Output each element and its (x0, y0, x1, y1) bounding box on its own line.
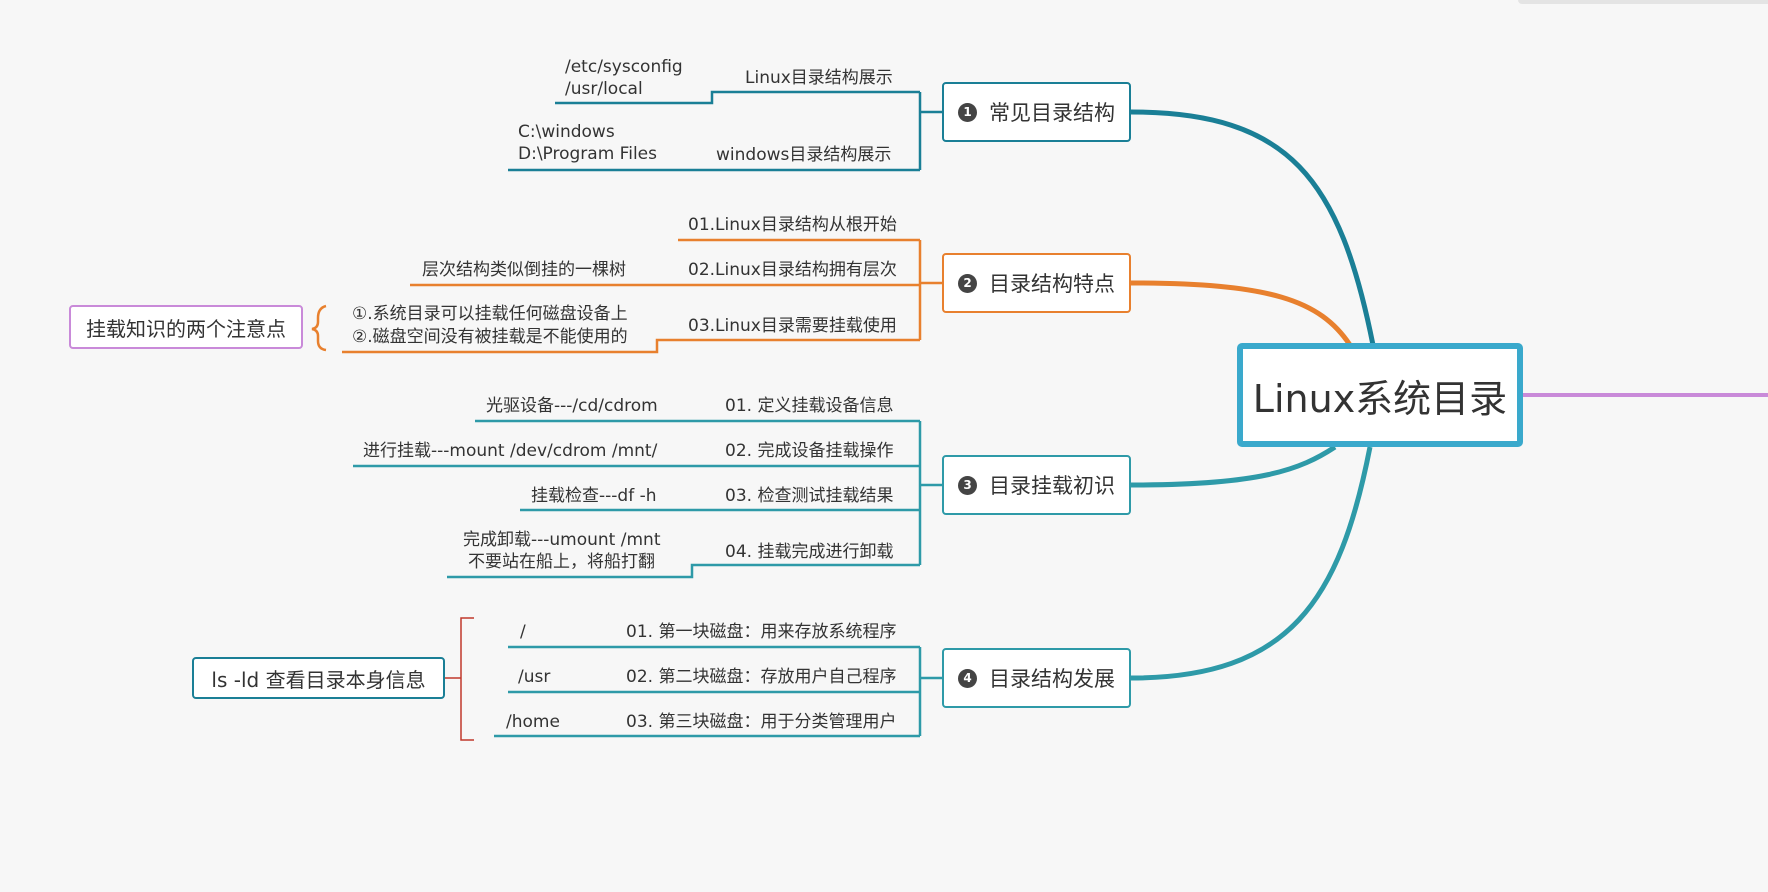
detail-label[interactable]: 不要站在船上，将船打翻 (468, 552, 655, 572)
subtopic-label[interactable]: 02. 第二块磁盘：存放用户自己程序 (626, 667, 897, 687)
branch-node-1[interactable]: 1 常见目录结构 (942, 82, 1131, 142)
summary-label: ls -ld 查看目录本身信息 (211, 667, 426, 692)
detail-label[interactable]: /home (506, 712, 560, 732)
branch-label: 常见目录结构 (989, 101, 1115, 125)
detail-label[interactable]: / (520, 622, 526, 642)
number-badge: 2 (958, 273, 977, 293)
subtopic-label[interactable]: 02.Linux目录结构拥有层次 (688, 260, 897, 280)
window-corner (1518, 0, 1768, 4)
subtopic-label[interactable]: 02. 完成设备挂载操作 (725, 441, 894, 461)
number-badge: 3 (958, 475, 977, 495)
detail-label[interactable]: ①.系统目录可以挂载任何磁盘设备上 (352, 304, 628, 324)
branch-node-3[interactable]: 3 目录挂载初识 (942, 455, 1131, 515)
detail-label[interactable]: ②.磁盘空间没有被挂载是不能使用的 (352, 327, 628, 347)
branch-4-bracket (445, 617, 474, 741)
trunk-curve-4 (1130, 446, 1373, 681)
detail-label[interactable]: C:\windows (518, 122, 615, 142)
detail-label[interactable]: /usr (518, 667, 551, 687)
detail-label[interactable]: 光驱设备---/cd/cdrom (486, 396, 658, 416)
detail-label[interactable]: /usr/local (565, 79, 643, 99)
summary-node-mount-notes[interactable]: 挂载知识的两个注意点 (69, 305, 303, 349)
branch-label: 目录挂载初识 (989, 474, 1115, 498)
subtopic-label[interactable]: 04. 挂载完成进行卸载 (725, 542, 894, 562)
branch-label: 目录结构特点 (989, 272, 1115, 296)
subtopic-label[interactable]: 01. 第一块磁盘：用来存放系统程序 (626, 622, 897, 642)
number-badge: 1 (958, 102, 977, 122)
branch-label: 目录结构发展 (989, 667, 1115, 691)
summary-label: 挂载知识的两个注意点 (86, 316, 286, 341)
trunk-curve-3 (1130, 444, 1337, 488)
branch-2-lines (311, 238, 942, 354)
trunk-curve-1 (1130, 109, 1376, 346)
detail-label[interactable]: 完成卸载---umount /mnt (463, 530, 661, 550)
detail-label[interactable]: 挂载检查---df -h (531, 486, 657, 506)
subtopic-label[interactable]: 01. 定义挂载设备信息 (725, 396, 894, 416)
detail-label[interactable]: 层次结构类似倒挂的一棵树 (422, 260, 626, 280)
root-label: Linux系统目录 (1252, 376, 1508, 421)
subtopic-label[interactable]: 03. 检查测试挂载结果 (725, 486, 894, 506)
subtopic-label[interactable]: 03. 第三块磁盘：用于分类管理用户 (626, 712, 897, 732)
subtopic-label[interactable]: 01.Linux目录结构从根开始 (688, 215, 897, 235)
branch-4-lines (494, 645, 942, 738)
subtopic-label[interactable]: windows目录结构展示 (716, 145, 892, 165)
detail-label[interactable]: D:\Program Files (518, 144, 657, 164)
branch-node-2[interactable]: 2 目录结构特点 (942, 253, 1131, 313)
subtopic-label[interactable]: Linux目录结构展示 (745, 68, 893, 88)
detail-label[interactable]: /etc/sysconfig (565, 57, 683, 77)
summary-node-ls-ld[interactable]: ls -ld 查看目录本身信息 (192, 657, 445, 699)
subtopic-label[interactable]: 03.Linux目录需要挂载使用 (688, 316, 897, 336)
detail-label[interactable]: 进行挂载---mount /dev/cdrom /mnt/ (363, 441, 658, 461)
branch-node-4[interactable]: 4 目录结构发展 (942, 648, 1131, 708)
trunk-curve-2 (1130, 280, 1353, 347)
number-badge: 4 (958, 668, 977, 688)
branch-3-lines (353, 419, 942, 579)
root-node[interactable]: Linux系统目录 (1237, 343, 1523, 447)
branch-1-lines (508, 90, 942, 172)
